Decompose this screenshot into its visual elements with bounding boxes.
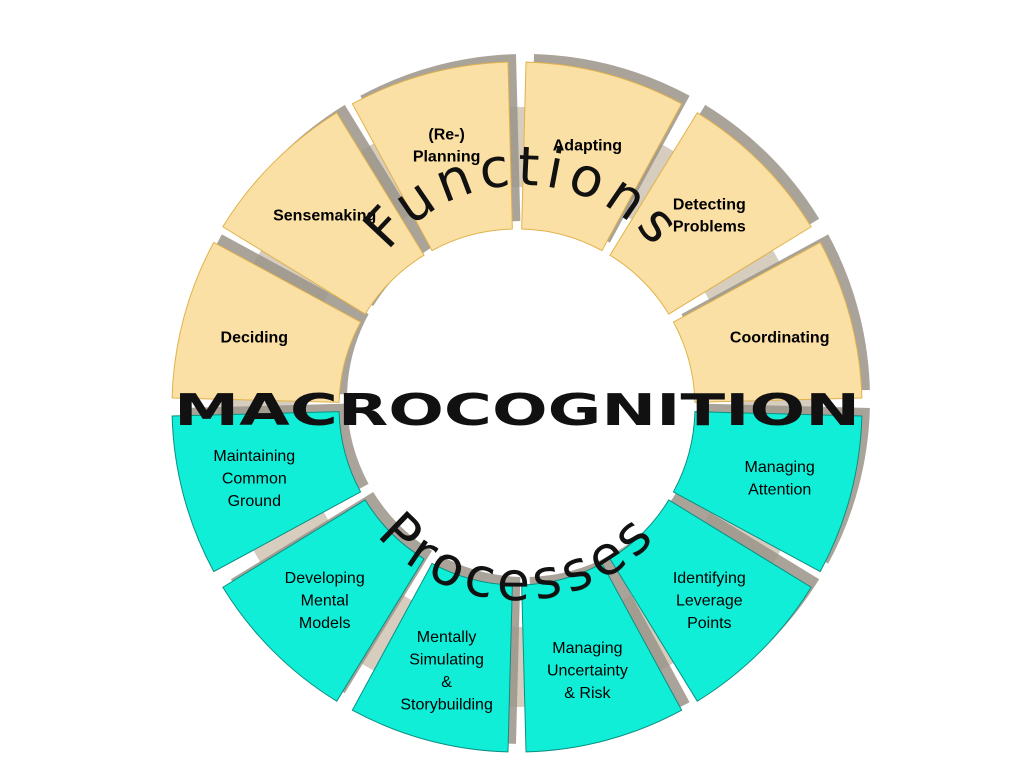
process-segment [521,562,683,753]
process-segment [171,411,362,573]
function-label: Coordinating [730,330,830,347]
segment-ring [171,61,863,753]
segment-labels: Deciding Sensemaking (Re-)Planning Adapting… [213,126,829,713]
function-label: (Re-)Planning [413,126,481,165]
function-segment [222,112,425,315]
function-segment [672,241,863,403]
function-segment [609,112,812,315]
process-segment [351,562,513,753]
function-segment [521,61,683,252]
function-label: Sensemaking [273,208,376,225]
function-label: Deciding [221,330,289,347]
function-segment [351,61,513,252]
process-segment [609,499,812,702]
process-segment [222,499,425,702]
main-title: MACROCOGNITION [174,385,860,436]
function-label: Adapting [553,137,622,154]
function-segment [171,241,362,403]
process-segment [672,411,863,573]
